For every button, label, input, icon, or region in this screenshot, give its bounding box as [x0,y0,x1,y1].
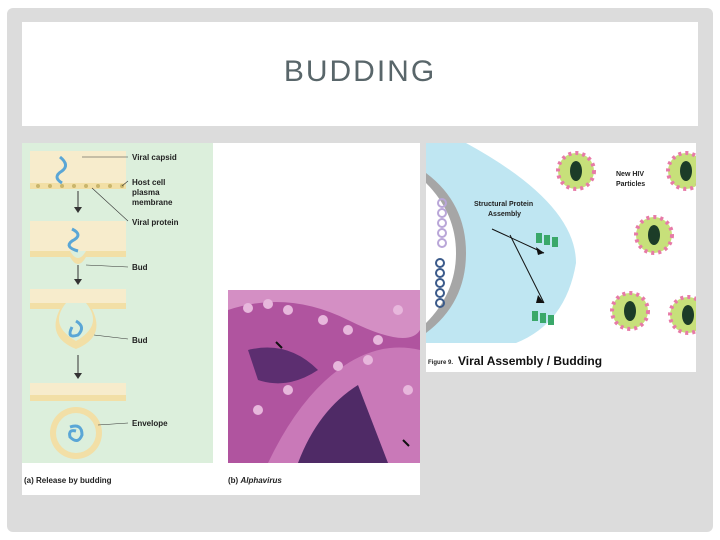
budding-stages-diagram [22,143,213,463]
label-new-hiv-2: Particles [616,181,645,188]
label-envelope: Envelope [132,419,168,428]
title-area: BUDDING [22,22,698,126]
caption-b: (b) Alphavirus [228,476,282,485]
label-new-hiv-1: New HIV [616,171,644,178]
label-bud-2: Bud [132,336,148,345]
label-host-cell-3: membrane [132,198,172,207]
slide-title: BUDDING [22,55,698,89]
label-viral-protein: Viral protein [132,218,179,227]
caption-a: (a) Release by budding [24,476,112,485]
figure-title: Viral Assembly / Budding [458,354,602,368]
caption-b-italic: Alphavirus [240,476,281,485]
label-host-cell-1: Host cell [132,178,165,187]
label-viral-capsid: Viral capsid [132,153,177,162]
caption-b-prefix: (b) [228,476,240,485]
label-structural-2: Assembly [488,211,521,218]
alphavirus-micrograph [228,290,420,463]
hiv-assembly-figure: New HIV Particles Structural Protein Ass… [426,143,696,372]
label-bud-1: Bud [132,263,148,272]
hiv-assembly-illustration [426,143,696,372]
label-structural-1: Structural Protein [474,201,533,208]
figure-number: Figure 9. [428,360,453,366]
label-host-cell-2: plasma [132,188,160,197]
